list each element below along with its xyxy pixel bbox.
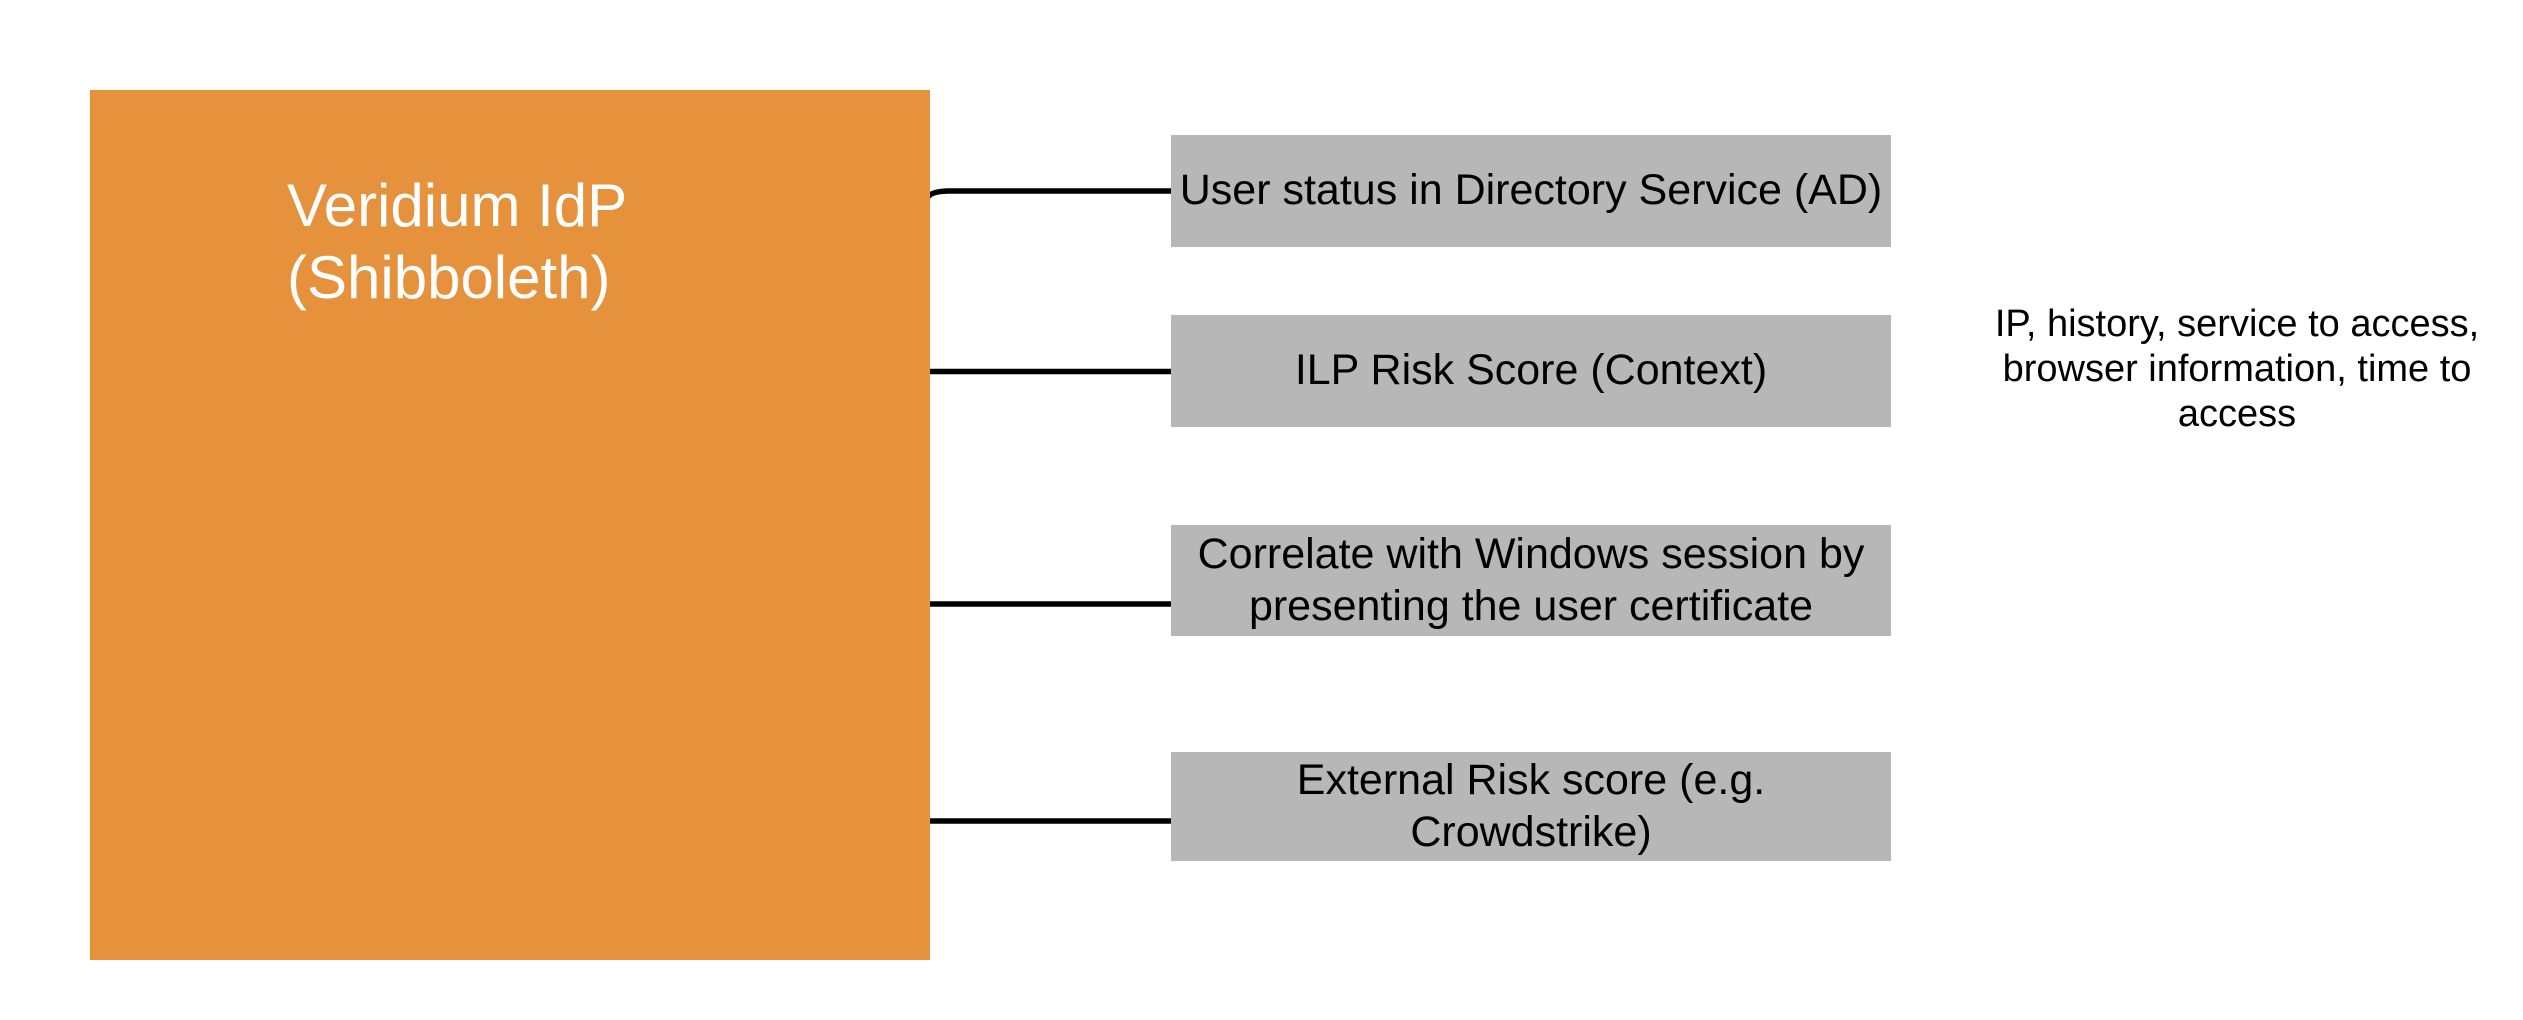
item-box-user-status[interactable]: User status in Directory Service (AD) — [1171, 135, 1891, 247]
item-box-correlate-session[interactable]: Correlate with Windows session by presen… — [1171, 525, 1891, 636]
item-box-ilp-risk-score-label: ILP Risk Score (Context) — [1294, 346, 1768, 395]
main-box-label: Veridium IdP (Shibboleth) — [287, 172, 628, 311]
item-box-external-risk-score-label: External Risk score (e.g. Crowdstrike) — [1296, 755, 1766, 856]
context-note: IP, history, service to access, browser … — [1994, 303, 2480, 435]
main-box-veridium-idp[interactable]: Veridium IdP (Shibboleth) — [90, 90, 930, 960]
item-box-user-status-label: User status in Directory Service (AD) — [1179, 166, 1883, 215]
connector-line-user-status — [924, 188, 1174, 202]
item-box-correlate-session-label: Correlate with Windows session by presen… — [1197, 529, 1865, 630]
item-box-ilp-risk-score[interactable]: ILP Risk Score (Context) — [1171, 315, 1891, 427]
item-box-external-risk-score[interactable]: External Risk score (e.g. Crowdstrike) — [1171, 752, 1891, 861]
